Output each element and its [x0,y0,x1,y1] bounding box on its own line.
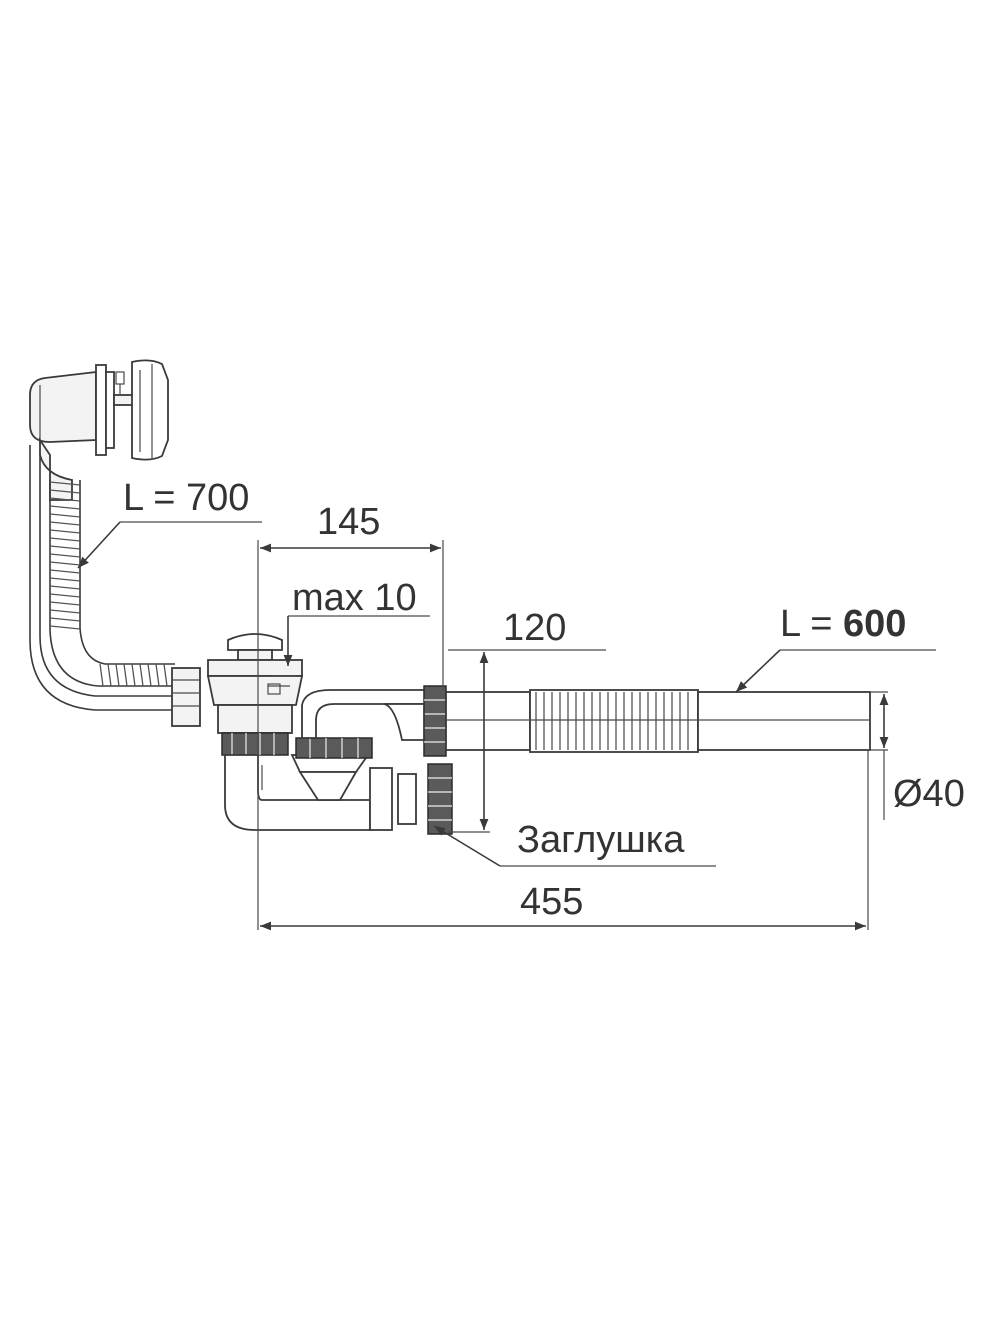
hose-rib [49,545,81,550]
plug-label: Заглушка [517,819,685,861]
hose-rib [139,663,144,687]
drain-hose [445,689,871,753]
hose-rib [115,663,120,687]
hose-rib [49,505,81,510]
hose-rib [49,481,81,486]
total-length-label: 455 [520,881,583,923]
hose-rib [49,489,81,494]
hose-rib [49,561,81,566]
hose-rib [123,663,128,687]
hose-rib [49,553,81,558]
siphon-offset-label: 145 [317,501,380,543]
drain-hose-length-prefix: L = [780,603,843,645]
hose-rib [49,569,81,574]
hose-rib [49,601,81,606]
diameter-label: Ø40 [893,773,965,815]
drain-hose-length-value: 600 [843,603,906,645]
hose-rib [49,529,81,534]
hose-rib [163,663,168,687]
drain-hose-length-label: L = 600 [780,603,906,645]
hose-rib [147,663,152,687]
overflow-assembly [29,359,169,501]
hose-rib [49,513,81,518]
overflow-hose-length-label: L = 700 [123,477,249,519]
hose-rib [99,663,104,687]
height-label: 120 [503,607,566,649]
hose-rib [49,537,81,542]
hose-rib [131,663,136,687]
hose-rib [49,585,81,590]
hose-rib [107,663,112,687]
dimension-lines [77,521,936,931]
max-wall-label: max 10 [292,577,417,619]
hose-rib [49,625,81,630]
hose-rib [155,663,160,687]
overflow-hose [29,445,201,727]
hose-rib [49,497,81,502]
hose-rib [49,609,81,614]
hose-rib [49,617,81,622]
hose-rib [49,521,81,526]
hose-rib [49,593,81,598]
hose-rib [49,577,81,582]
siphon-body [206,633,453,835]
